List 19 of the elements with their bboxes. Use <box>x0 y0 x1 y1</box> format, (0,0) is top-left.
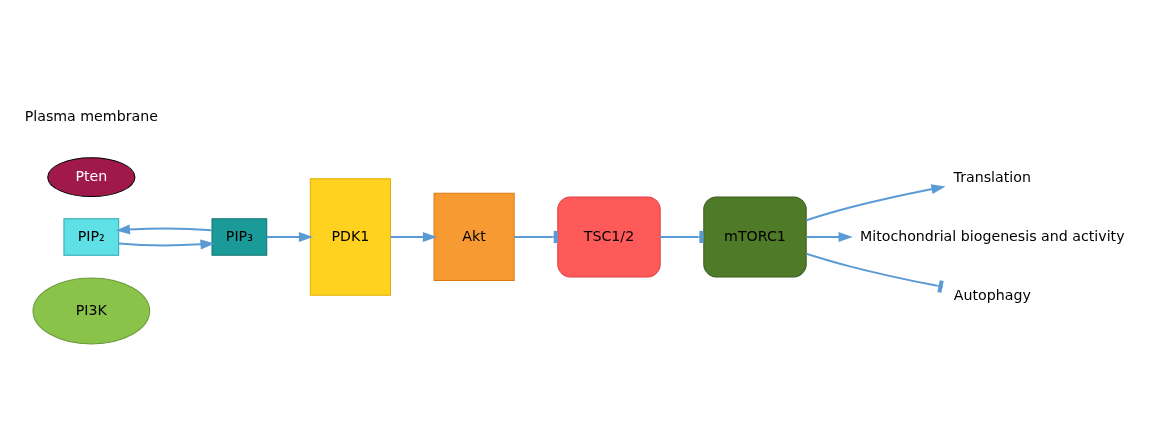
node-text: Translation <box>953 168 1031 185</box>
arrow <box>390 231 438 242</box>
node-ellipse: Pten <box>47 156 136 197</box>
node-box: PDK1 <box>309 177 391 296</box>
node-ellipse: PI3K <box>32 277 151 344</box>
node-box: Akt <box>433 192 515 281</box>
node-box: PIP₃ <box>211 217 268 256</box>
node-text: Autophagy <box>953 286 1031 303</box>
arrow <box>115 224 212 234</box>
node-text: Mitochondrial biogenesis and activity <box>859 227 1125 244</box>
label: Plasma membrane <box>24 107 158 124</box>
arrow <box>266 231 314 242</box>
arrow <box>806 231 853 242</box>
node-box: PIP₂ <box>63 217 120 256</box>
node-box: TSC1/2 <box>557 195 661 278</box>
arrow <box>118 238 215 249</box>
arrow <box>806 183 946 221</box>
connector <box>806 252 944 293</box>
node-box: mTORC1 <box>703 195 807 278</box>
